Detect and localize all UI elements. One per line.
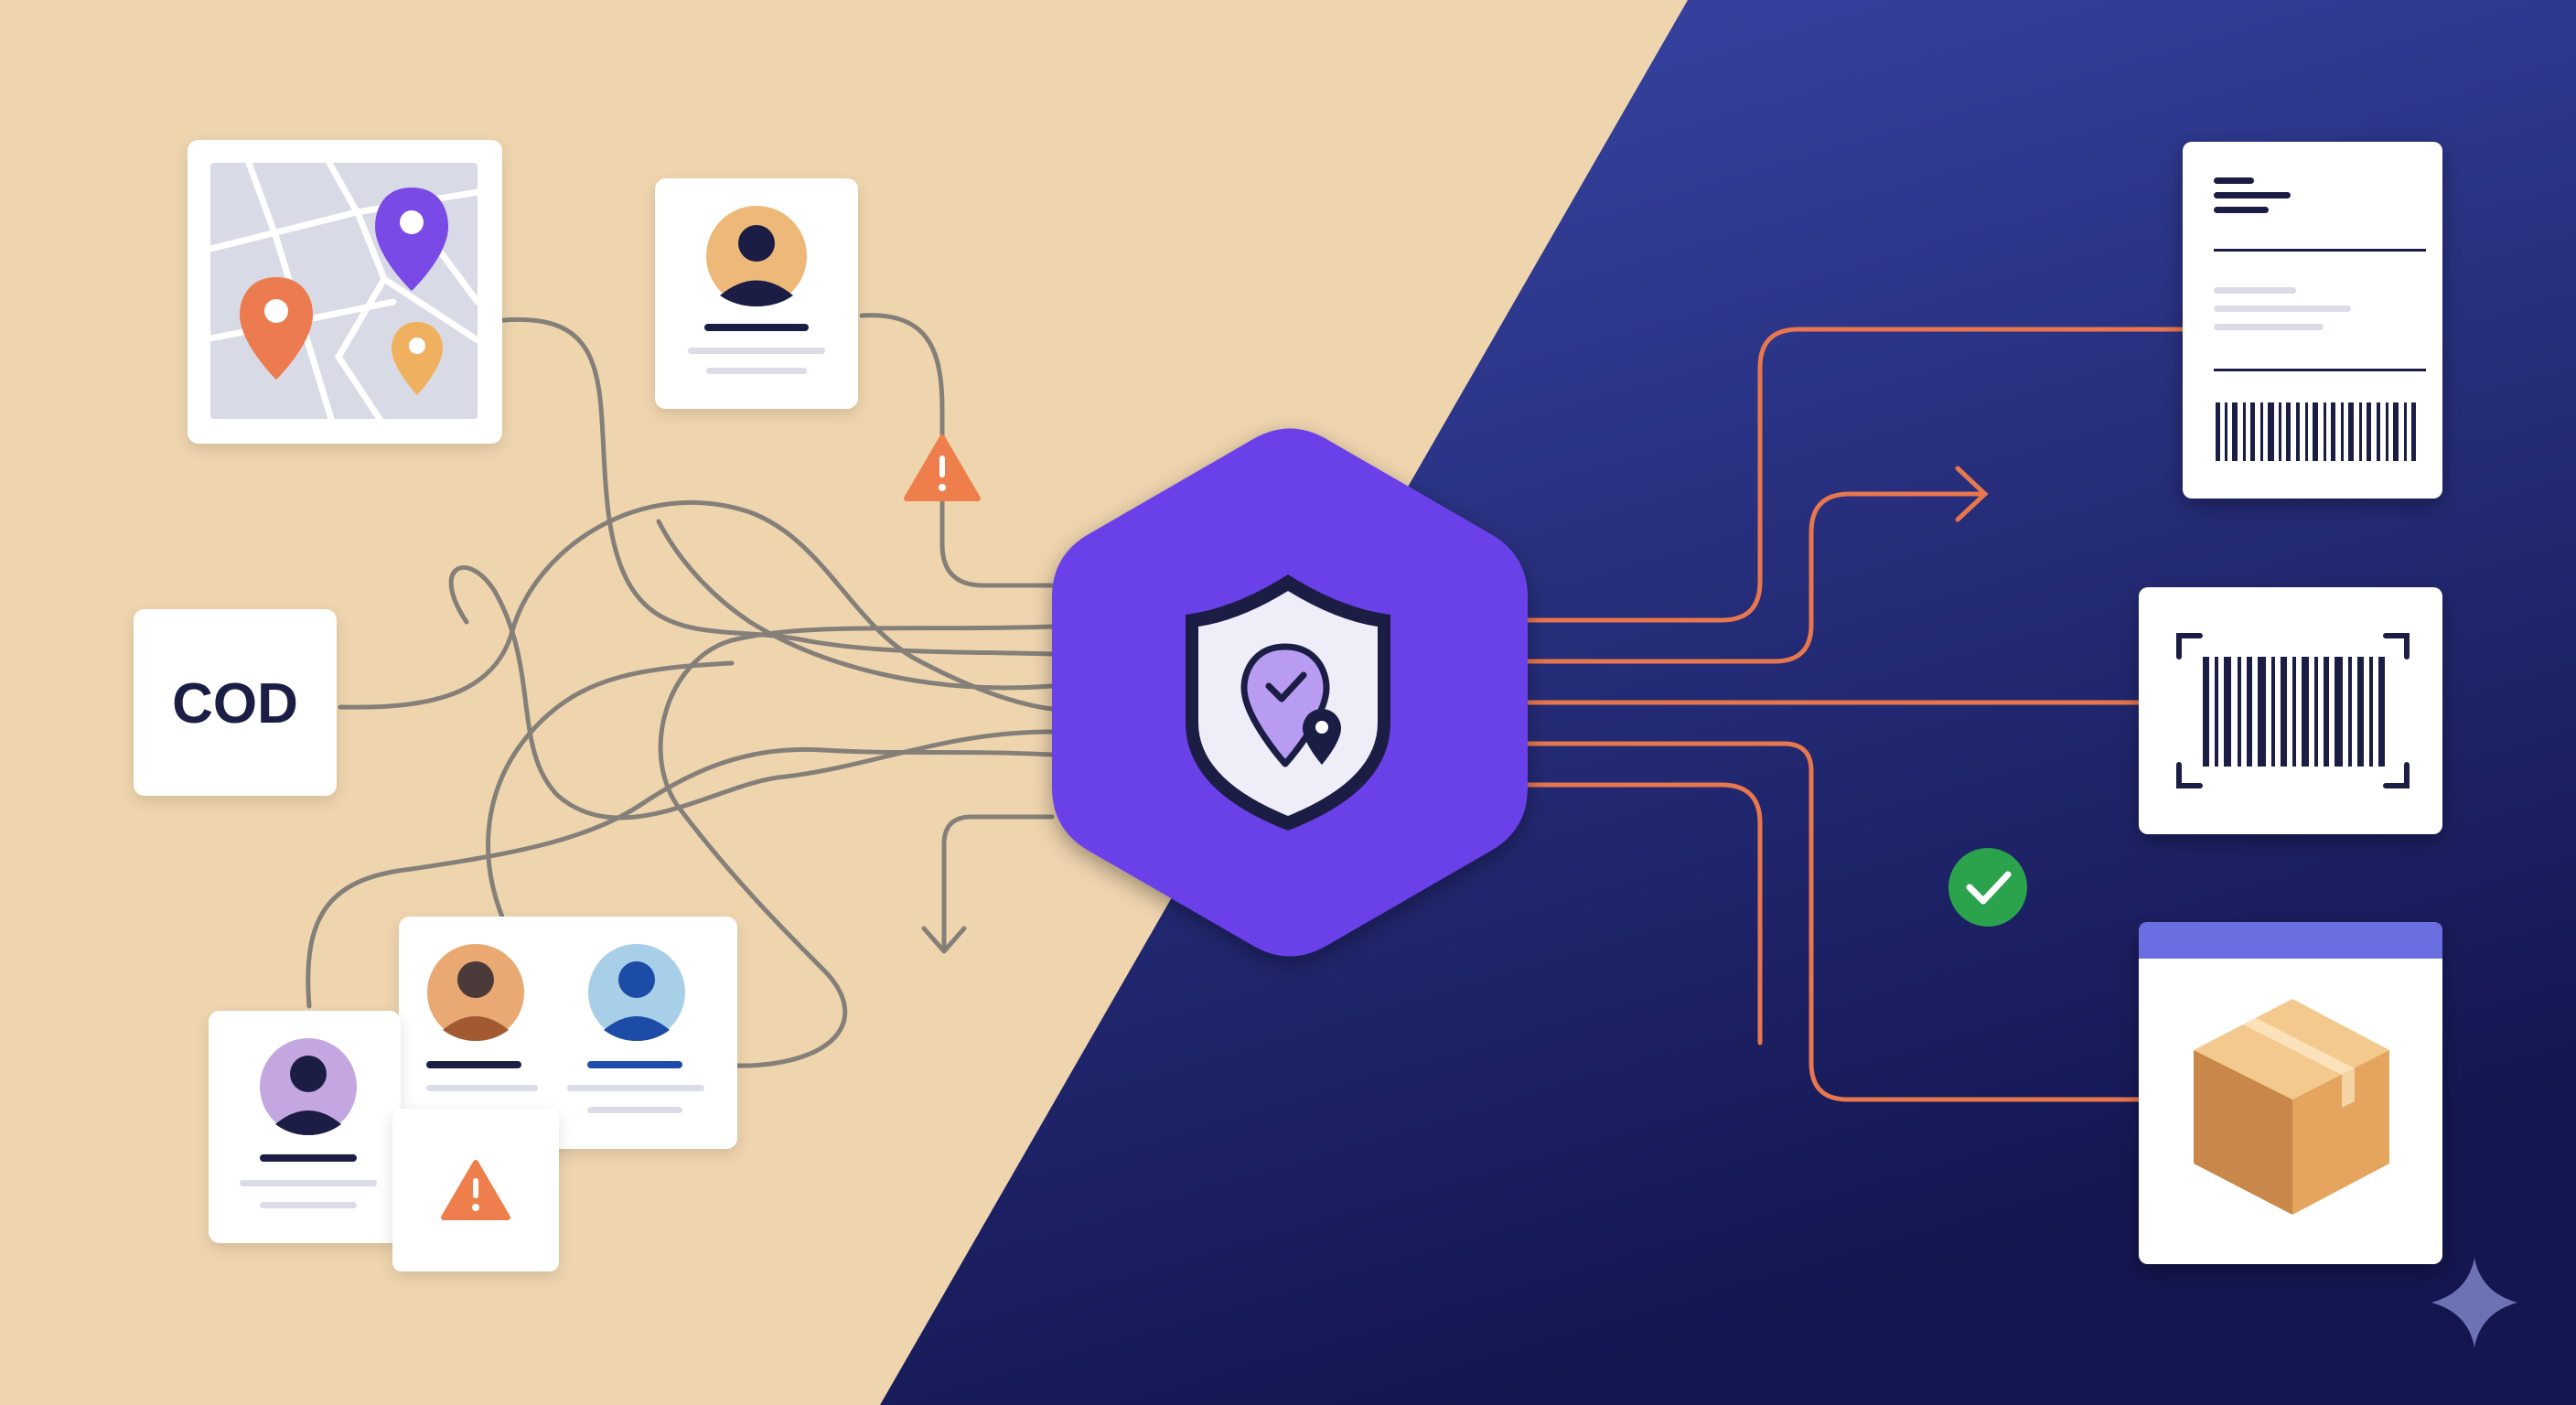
warning-dot [939,484,946,491]
cod-label: COD [172,672,298,735]
route-dead-end [1523,782,1763,1046]
profile-card-top [655,178,858,409]
chaotic-connections [306,313,1055,1068]
pin-amber [392,322,443,395]
line-profile-to-hub [859,313,1055,588]
shield-location-check-icon [1186,574,1390,831]
pin-orange [240,277,313,380]
barcode-icon [2216,402,2416,461]
pin-purple [375,188,448,291]
line-cod-to-hub [338,500,1055,712]
route-to-package [1523,741,2141,1102]
line-group-up [486,660,735,922]
check-circle-icon [1948,848,2027,927]
small-pin [1303,709,1341,765]
line-loop-a [448,565,1055,820]
line-loop-c [656,519,1055,691]
down-arrow-icon [921,814,1055,954]
profile-card-two-users [399,917,737,1149]
cod-card: COD [134,609,337,796]
package-box-icon [2194,999,2389,1215]
route-arrow-head [1955,466,1989,522]
barcode-scanner-icon [2176,633,2410,788]
check-mark [1966,871,2012,905]
line-group-to-hub [306,746,1055,1009]
sparkle-icon [2431,1258,2517,1347]
verified-routes [1523,327,2185,1102]
verification-hub [1052,428,1528,957]
line-loop-b [658,624,1055,1068]
scanner-barcode [2203,657,2385,767]
warning-mark [939,456,945,477]
barcode-scanner-card [2139,587,2442,834]
route-to-label [1523,327,2185,623]
line-map-to-hub [500,316,1055,657]
route-arrow [1523,491,1988,664]
shipping-label-card [2183,142,2442,499]
map-pins-icon [207,159,481,423]
package-card [2139,922,2442,1264]
warning-card [392,1109,559,1271]
profile-card-purple [209,1011,401,1243]
